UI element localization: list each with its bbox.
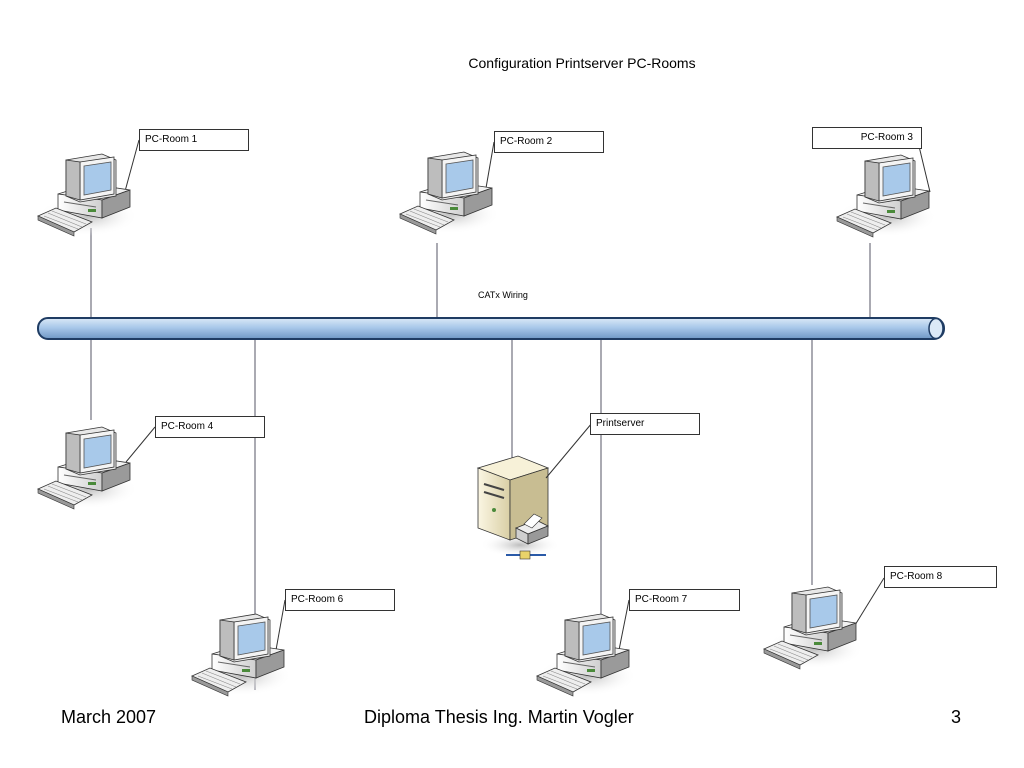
page-number: 3 bbox=[951, 707, 962, 727]
desktop-computer-icon bbox=[399, 151, 501, 235]
footer-title: Diploma Thesis Ing. Martin Vogler bbox=[364, 707, 634, 727]
desktop-computer-icon bbox=[37, 426, 139, 510]
callout-printserver: Printserver bbox=[590, 413, 700, 435]
printserver-leader bbox=[545, 422, 593, 479]
callout-pc-room-3: PC-Room 3 bbox=[812, 127, 922, 149]
print-server-icon bbox=[476, 455, 560, 560]
footer-date: March 2007 bbox=[61, 707, 157, 727]
desktop-computer-icon bbox=[191, 613, 293, 697]
bus-label: CATx Wiring bbox=[478, 290, 528, 300]
desktop-computer-icon bbox=[763, 586, 865, 670]
callout-pc-room-1: PC-Room 1 bbox=[139, 129, 249, 151]
catx-bus bbox=[37, 317, 945, 340]
desktop-computer-icon bbox=[836, 154, 938, 238]
desktop-computer-icon bbox=[536, 613, 638, 697]
callout-pc-room-4: PC-Room 4 bbox=[155, 416, 265, 438]
callout-pc-room-7: PC-Room 7 bbox=[629, 589, 740, 611]
page-title: Configuration Printserver PC-Rooms bbox=[468, 55, 696, 71]
desktop-computer-icon bbox=[37, 153, 139, 237]
callout-leaders bbox=[123, 139, 931, 651]
callout-pc-room-6: PC-Room 6 bbox=[285, 589, 395, 611]
callout-pc-room-2: PC-Room 2 bbox=[494, 131, 604, 153]
callout-pc-room-8: PC-Room 8 bbox=[884, 566, 997, 588]
